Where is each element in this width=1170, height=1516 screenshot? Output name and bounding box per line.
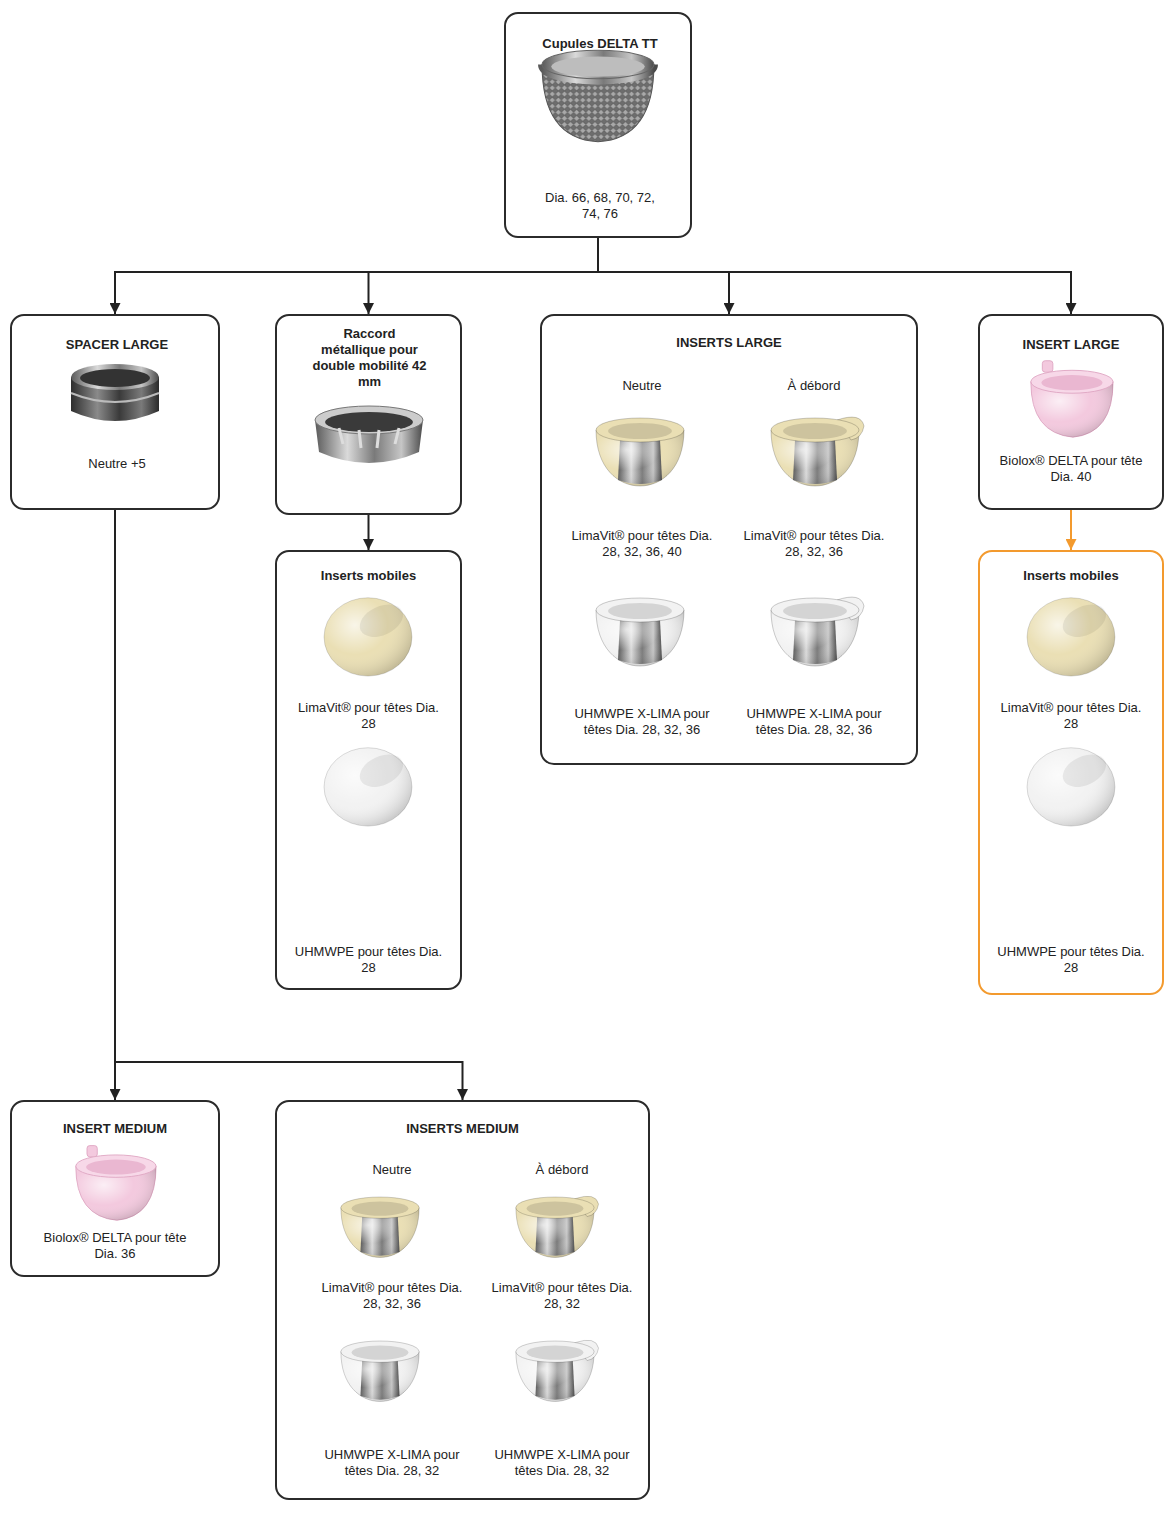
insert-image [516, 1196, 599, 1257]
component-box: INSERT LARGE Biolox® DELTA pour tête Dia.… [978, 314, 1164, 510]
box-heading: INSERT LARGE [991, 337, 1151, 353]
mobile-insert-image [324, 748, 412, 826]
insert-image [771, 417, 864, 486]
insert-image [341, 1341, 419, 1401]
mobile-insert-image [1027, 598, 1115, 676]
component-box: INSERTS LARGE Neutre À débordLimaVit® pour… [540, 314, 918, 765]
box-caption: LimaVit® pour têtes Dia. 28, 32, 36 [312, 1280, 472, 1312]
component-box: INSERTS MEDIUM Neutre À débordLimaVit® pou… [275, 1100, 650, 1500]
connector-arrow [598, 238, 1071, 314]
spacer-image [71, 364, 159, 421]
box-caption: UHMWPE X-LIMA pour têtes Dia. 28, 32 [312, 1447, 472, 1479]
box-caption: LimaVit® pour têtes Dia. 28, 32, 36, 40 [562, 528, 722, 560]
box-caption: UHMWPE X-LIMA pour têtes Dia. 28, 32 [482, 1447, 642, 1479]
box-caption: LimaVit® pour têtes Dia. 28, 32, 36 [734, 528, 894, 560]
connector-arrow [598, 238, 729, 314]
connector-arrow [368, 515, 370, 550]
box-heading: INSERTS MEDIUM [295, 1121, 630, 1137]
box-caption: À débord [482, 1162, 642, 1178]
insert-image [596, 598, 684, 666]
insert-image [516, 1340, 599, 1401]
insert-image [771, 597, 864, 666]
box-caption: Neutre +5 [22, 456, 212, 472]
box-heading: INSERT MEDIUM [22, 1121, 208, 1137]
component-box: Cupules DELTA TT Dia. 66, 68, 70, 72, 74,… [504, 12, 692, 238]
connector-arrow [1070, 510, 1072, 550]
box-heading: SPACER LARGE [22, 337, 212, 353]
box-heading: Raccord métallique pour double mobilité … [310, 326, 429, 390]
box-caption: UHMWPE pour têtes Dia. 28 [293, 944, 444, 976]
connector-arrow [115, 238, 598, 314]
adapter-image [315, 406, 423, 463]
box-heading: INSERTS LARGE [562, 335, 896, 351]
box-caption: Biolox® DELTA pour tête Dia. 36 [35, 1230, 195, 1262]
box-caption: LimaVit® pour têtes Dia. 28 [293, 700, 444, 732]
box-caption: Neutre [312, 1162, 472, 1178]
implant-illustrations [71, 50, 1115, 1401]
box-caption: UHMWPE X-LIMA pour têtes Dia. 28, 32, 36 [562, 706, 722, 738]
box-caption: UHMWPE pour têtes Dia. 28 [996, 944, 1146, 976]
box-heading: Cupules DELTA TT [520, 36, 680, 52]
connector-arrow [115, 510, 463, 1100]
component-box: SPACER LARGE Neutre +5 [10, 314, 220, 510]
box-caption: Biolox® DELTA pour tête Dia. 40 [991, 453, 1151, 485]
component-box: Raccord métallique pour double mobilité … [275, 314, 462, 515]
box-caption: LimaVit® pour têtes Dia. 28, 32 [482, 1280, 642, 1312]
insert-image [596, 418, 684, 486]
mobile-insert-image [324, 598, 412, 676]
box-heading: Inserts mobiles [996, 568, 1146, 584]
connector-arrow [369, 238, 599, 314]
mobile-insert-image [1027, 748, 1115, 826]
box-heading: Inserts mobiles [293, 568, 444, 584]
cup-image [542, 50, 654, 142]
ceramic-insert-image [76, 1146, 156, 1221]
box-caption: Dia. 66, 68, 70, 72, 74, 76 [540, 190, 660, 222]
component-box: Inserts mobilesLimaVit® pour têtes Dia. … [275, 550, 462, 990]
box-caption: Neutre [562, 378, 722, 394]
box-caption: UHMWPE X-LIMA pour têtes Dia. 28, 32, 36 [734, 706, 894, 738]
box-caption: LimaVit® pour têtes Dia. 28 [996, 700, 1146, 732]
component-box: INSERT MEDIUM Biolox® DELTA pour tête Dia… [10, 1100, 220, 1277]
component-box: Inserts mobilesLimaVit® pour têtes Dia. … [978, 550, 1164, 995]
insert-image [341, 1197, 419, 1257]
ceramic-insert-image [1031, 361, 1113, 437]
box-caption: À débord [734, 378, 894, 394]
